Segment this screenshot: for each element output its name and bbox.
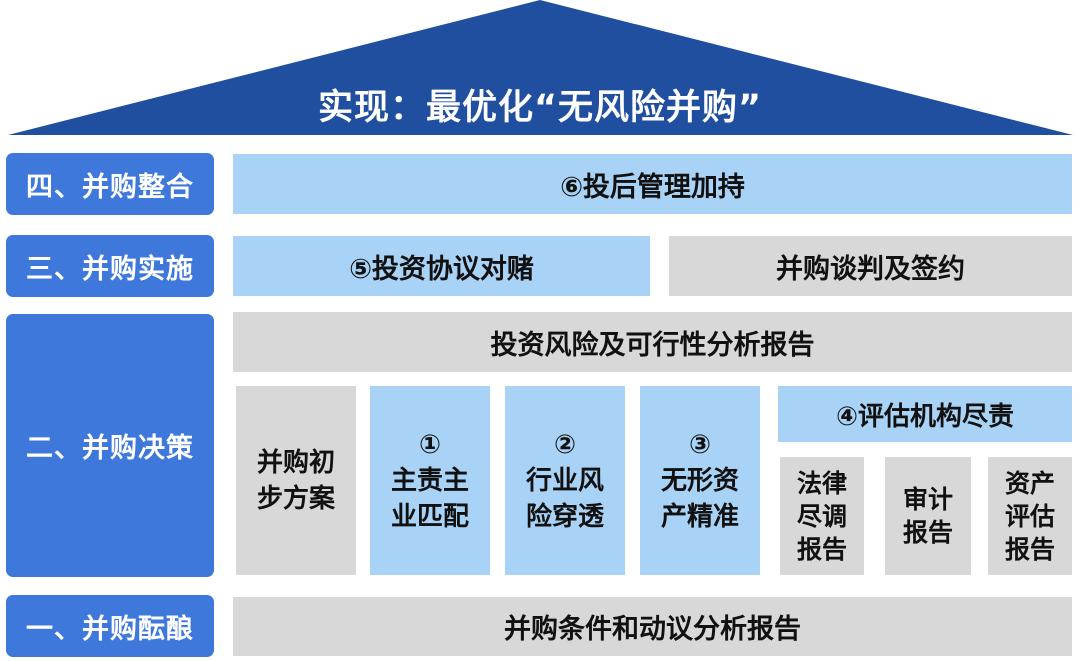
- investment-agreement-vam-box: ⑤投资协议对赌: [233, 236, 650, 296]
- item-2-line-2: 险穿透: [525, 501, 604, 532]
- stage-1-label: 一、并购酝酿: [6, 595, 214, 657]
- asset-line-2: 评估: [1004, 501, 1055, 531]
- asset-line-3: 报告: [1004, 534, 1055, 564]
- stage-4-label: 四、并购整合: [6, 153, 214, 215]
- item-2-number: ②: [553, 429, 576, 460]
- audit-report-box: 审计 报告: [885, 457, 971, 575]
- stage-3-label: 三、并购实施: [6, 235, 214, 297]
- legal-line-3: 报告: [796, 534, 847, 564]
- post-investment-management-box: ⑥投后管理加持: [233, 154, 1072, 214]
- legal-line-2: 尽调: [796, 501, 847, 531]
- asset-valuation-report-box: 资产 评估 报告: [988, 457, 1072, 575]
- item-1-line-1: 主责主: [390, 465, 469, 496]
- audit-line-2: 报告: [902, 518, 953, 547]
- item-3-line-2: 产精准: [660, 501, 739, 532]
- item-1-number: ①: [418, 429, 441, 460]
- roof-triangle: [8, 0, 1073, 135]
- risk-feasibility-report-box: 投资风险及可行性分析报告: [233, 312, 1072, 372]
- item-2-line-1: 行业风: [525, 465, 604, 496]
- main-business-match-box: ① 主责主 业匹配: [370, 386, 490, 575]
- preliminary-plan-box: 并购初 步方案: [236, 386, 356, 575]
- item-3-line-1: 无形资: [660, 465, 739, 496]
- roof-title: 实现：最优化“无风险并购”: [317, 88, 762, 128]
- audit-line-1: 审计: [902, 485, 953, 514]
- intangible-assets-box: ③ 无形资 产精准: [640, 386, 760, 575]
- negotiation-signing-box: 并购谈判及签约: [669, 236, 1072, 296]
- asset-line-1: 资产: [1004, 468, 1055, 498]
- stage-2-label: 二、并购决策: [6, 314, 214, 577]
- evaluation-agency-box: ④评估机构尽责: [778, 386, 1072, 442]
- preliminary-plan-line-1: 并购初: [256, 447, 335, 478]
- item-1-line-2: 业匹配: [390, 501, 469, 532]
- item-3-number: ③: [688, 429, 711, 460]
- preliminary-plan-line-2: 步方案: [256, 483, 335, 514]
- legal-line-1: 法律: [796, 468, 847, 498]
- legal-dd-report-box: 法律 尽调 报告: [780, 457, 864, 575]
- conditions-motion-report-box: 并购条件和动议分析报告: [233, 597, 1072, 656]
- industry-risk-box: ② 行业风 险穿透: [505, 386, 625, 575]
